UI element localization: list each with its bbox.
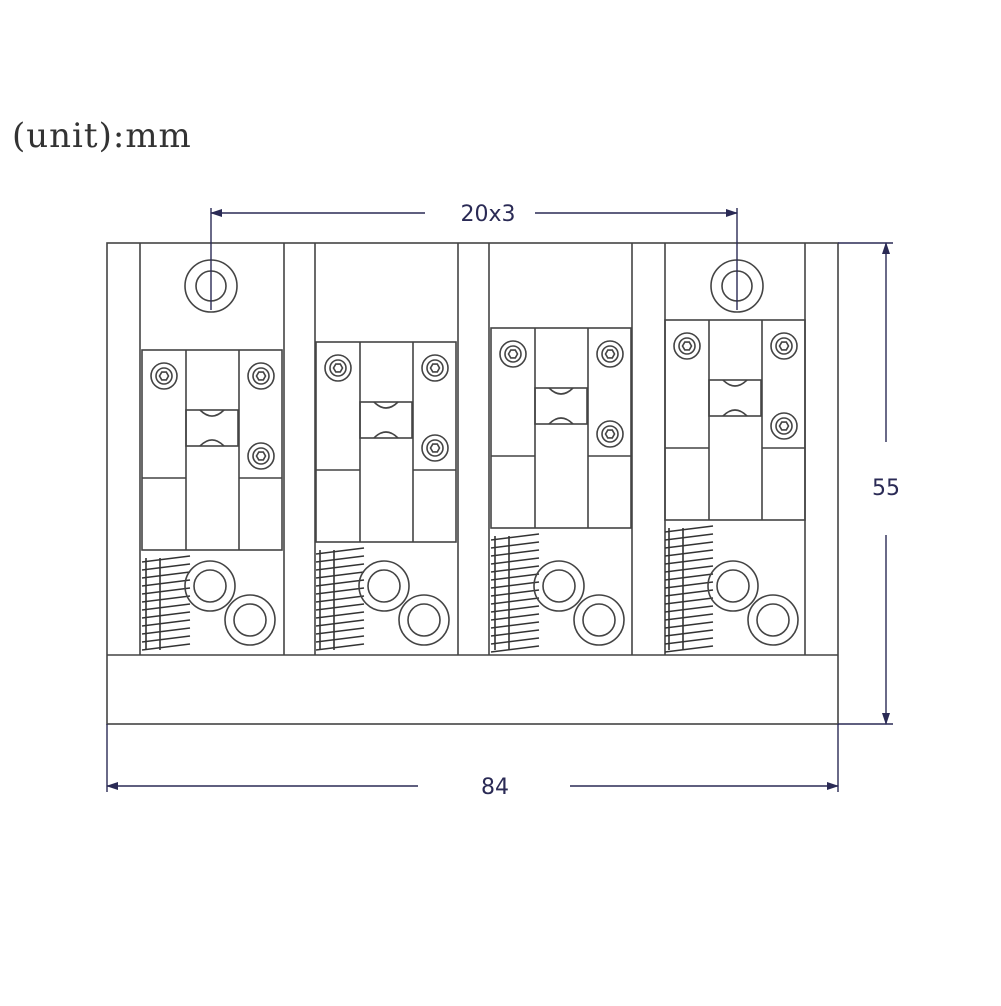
- height-label: 55: [872, 476, 900, 501]
- hex-screw-icon: [421, 354, 449, 382]
- spring: [490, 533, 540, 653]
- string-notch: [534, 387, 588, 425]
- adjust-screw-icon: [224, 594, 276, 646]
- saddle-1: [141, 349, 283, 651]
- string-notch: [185, 409, 239, 447]
- hex-screw-icon: [324, 354, 352, 382]
- hex-screw-icon: [596, 420, 624, 448]
- spring: [141, 555, 191, 651]
- hex-screw-icon: [596, 340, 624, 368]
- hex-screw-icon: [673, 332, 701, 360]
- channel-dividers: [283, 243, 666, 655]
- dimension-width: 84: [106, 724, 839, 800]
- adjust-screw-icon: [184, 560, 236, 612]
- unit-label: (unit):mm: [12, 116, 192, 156]
- adjust-screw-icon: [358, 560, 410, 612]
- dimension-height: 55: [838, 242, 900, 725]
- saddle-4: [664, 319, 806, 653]
- base-plate: [106, 242, 839, 725]
- adjust-screw-icon: [573, 594, 625, 646]
- saddle-3: [490, 327, 632, 653]
- hex-screw-icon: [770, 332, 798, 360]
- string-notch: [708, 379, 762, 417]
- spring: [664, 525, 714, 653]
- adjust-screw-icon: [707, 560, 759, 612]
- string-notch: [359, 401, 413, 439]
- hex-screw-icon: [770, 412, 798, 440]
- saddle-2: [315, 341, 457, 651]
- hex-screw-icon: [150, 362, 178, 390]
- hex-screw-icon: [247, 442, 275, 470]
- adjust-screw-icon: [398, 594, 450, 646]
- spring: [315, 547, 365, 651]
- dimension-string-spacing: 20x3: [210, 202, 738, 310]
- hex-screw-icon: [247, 362, 275, 390]
- string-spacing-label: 20x3: [460, 202, 515, 227]
- hex-screw-icon: [499, 340, 527, 368]
- adjust-screw-icon: [533, 560, 585, 612]
- adjust-screw-icon: [747, 594, 799, 646]
- hex-screw-icon: [421, 434, 449, 462]
- width-label: 84: [481, 775, 509, 800]
- saddles: [141, 319, 806, 653]
